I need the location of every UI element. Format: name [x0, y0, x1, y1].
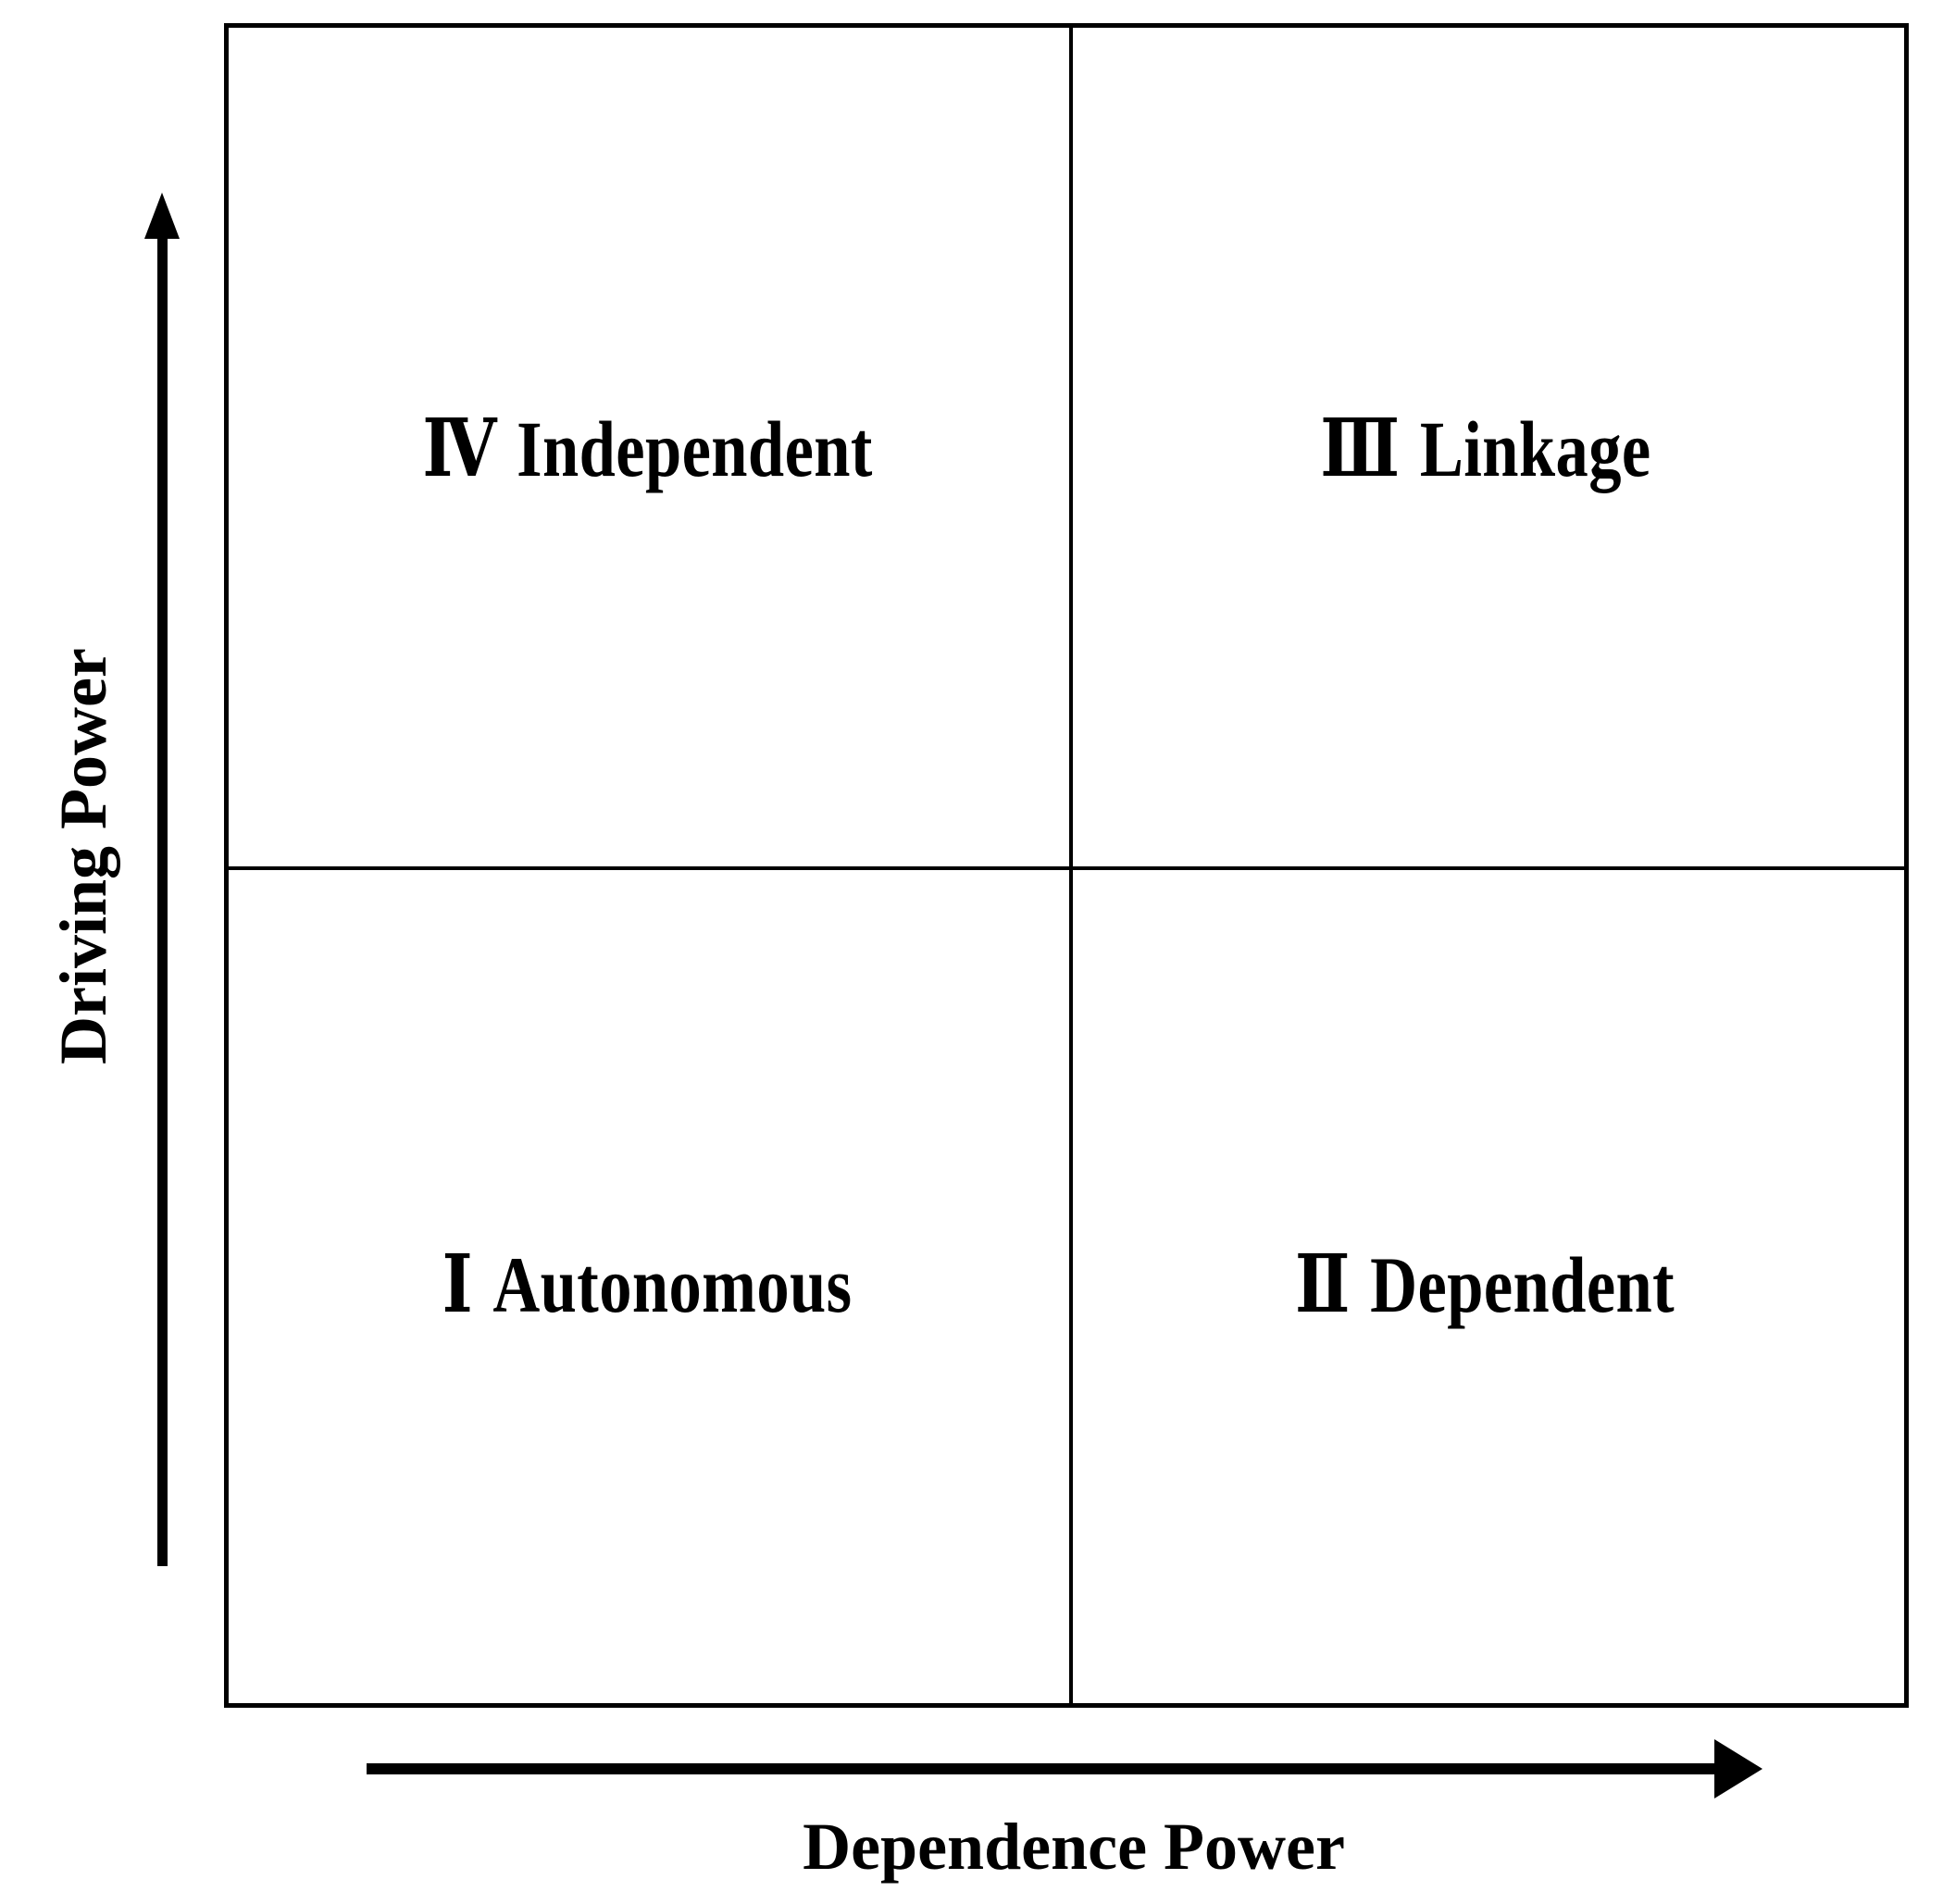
y-axis-label: Driving Power	[46, 648, 120, 1064]
arrow-up-shaft	[157, 237, 168, 1566]
quadrant-dependent-numeral: Ⅱ	[1295, 1240, 1351, 1329]
horizontal-divider	[229, 866, 1904, 870]
arrow-up-icon	[144, 193, 180, 1566]
x-axis-label: Dependence Power	[803, 1810, 1345, 1884]
quadrant-autonomous-numeral: Ⅰ	[442, 1240, 474, 1329]
quadrant-linkage-numeral: Ⅲ	[1319, 404, 1401, 493]
arrow-right-head	[1714, 1739, 1762, 1798]
arrow-up-head	[144, 193, 180, 239]
vertical-divider	[1069, 28, 1073, 1703]
quadrant-dependent-name: Dependent	[1370, 1240, 1675, 1329]
arrow-right-icon	[367, 1739, 1764, 1798]
quadrant-autonomous-name: Autonomous	[492, 1240, 853, 1329]
quadrant-linkage-name: Linkage	[1419, 404, 1651, 493]
arrow-right-shaft	[367, 1763, 1718, 1774]
quadrant-independent-numeral: Ⅳ	[422, 404, 497, 493]
quadrant-independent-name: Independent	[517, 404, 873, 493]
